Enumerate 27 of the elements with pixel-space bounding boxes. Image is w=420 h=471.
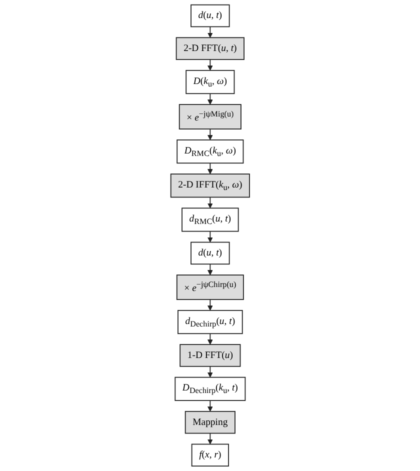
arrow xyxy=(207,93,213,105)
node-box: f(x, r) xyxy=(191,444,229,467)
node-box: d(u, t) xyxy=(190,4,230,28)
node-box: d(u, t) xyxy=(190,242,230,265)
arrow xyxy=(207,59,213,71)
node-box: D$_{RMC}$(k$_{u}$, ω) xyxy=(176,140,244,164)
arrow xyxy=(207,230,213,243)
node-box: × e$^{−jψChirp(u)}$ xyxy=(176,274,244,300)
node-box: d$_{Dechirp}$(u, t) xyxy=(177,310,243,334)
arrow xyxy=(207,26,213,38)
arrow xyxy=(207,333,213,345)
node-box: 1-D FFT(u) xyxy=(179,344,241,367)
arrow xyxy=(207,162,213,174)
node-box: 2-D IFFT(k$_{u}$, ω) xyxy=(170,174,250,198)
node-box: D(k$_{u}$, ω) xyxy=(185,70,235,94)
node-box: 2-D FFT(u, t) xyxy=(176,37,244,60)
node-box: d$_{RMC}$(u, t) xyxy=(181,208,239,232)
arrow xyxy=(207,400,213,412)
node-box: × e$^{−jψMig(u)}$ xyxy=(178,104,242,130)
arrow xyxy=(207,196,213,208)
arrow xyxy=(207,264,213,276)
arrow xyxy=(207,299,213,311)
arrow xyxy=(207,128,213,140)
arrow xyxy=(207,366,213,378)
arrow xyxy=(207,432,213,444)
node-box: Mapping xyxy=(184,411,236,434)
node-box: D$_{Dechirp}$(k$_{u}$, t) xyxy=(174,376,246,401)
